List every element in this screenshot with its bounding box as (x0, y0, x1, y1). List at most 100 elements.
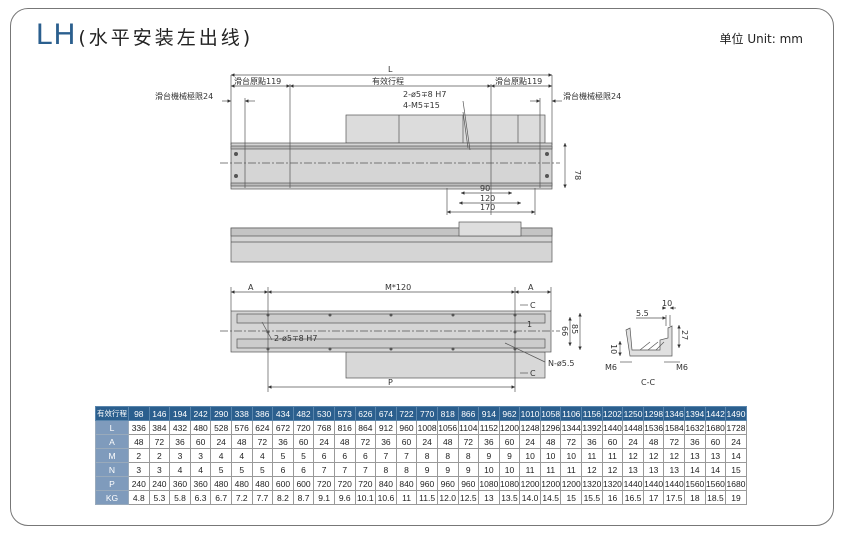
value-cell: 1448 (622, 420, 644, 435)
unit-label: 单位 Unit: mm (719, 32, 803, 46)
value-cell: 36 (375, 434, 397, 449)
value-cell: 13 (663, 462, 686, 477)
value-cell: 15 (725, 462, 747, 477)
value-cell: 48 (642, 434, 665, 449)
dim-78: 78 (573, 170, 582, 180)
value-cell: 13 (704, 448, 727, 463)
value-cell: 14.0 (519, 490, 541, 505)
value-cell: 60 (395, 434, 418, 449)
value-cell: 72 (663, 434, 686, 449)
value-cell: 11 (601, 448, 624, 463)
dim-1: 1 (527, 320, 532, 329)
value-cell: 5 (230, 462, 253, 477)
value-cell: 4.8 (128, 490, 150, 505)
value-cell: 60 (189, 434, 212, 449)
value-cell: 19 (725, 490, 747, 505)
value-cell: 11 (560, 462, 583, 477)
value-cell: 432 (169, 420, 191, 435)
value-cell: 11 (539, 462, 562, 477)
value-cell: 14 (704, 462, 727, 477)
value-cell: 720 (292, 420, 315, 435)
value-cell: 480 (251, 476, 274, 491)
value-cell: 36 (684, 434, 706, 449)
value-cell: 72 (457, 434, 480, 449)
stroke-cell: 386 (251, 406, 274, 421)
value-cell: 10.1 (354, 490, 377, 505)
value-cell: 1320 (601, 476, 624, 491)
stroke-cell: 1010 (519, 406, 541, 421)
value-cell: 480 (210, 476, 232, 491)
value-cell: 1200 (498, 420, 521, 435)
value-cell: 1248 (519, 420, 541, 435)
dim-origin-right: 滑台原點119 (495, 76, 542, 86)
stroke-cell: 194 (169, 406, 191, 421)
value-cell: 48 (436, 434, 459, 449)
value-cell: 3 (169, 448, 191, 463)
value-cell: 9.6 (333, 490, 356, 505)
value-cell: 7 (333, 462, 356, 477)
dim-limit-left: 滑台機械極限24 (155, 91, 213, 101)
stroke-cell: 1490 (725, 406, 747, 421)
value-cell: 60 (601, 434, 624, 449)
value-cell: 36 (272, 434, 294, 449)
value-cell: 528 (210, 420, 232, 435)
value-cell: 4 (169, 462, 191, 477)
value-cell: 1200 (560, 476, 583, 491)
value-cell: 1392 (581, 420, 603, 435)
value-cell: 48 (230, 434, 253, 449)
value-cell: 10 (498, 462, 521, 477)
value-cell: 14.5 (539, 490, 562, 505)
value-cell: 60 (292, 434, 315, 449)
value-cell: 72 (251, 434, 274, 449)
section-m6-right: M6 (676, 363, 688, 372)
stroke-cell: 146 (148, 406, 171, 421)
dim-L: L (388, 65, 393, 74)
value-cell: 240 (148, 476, 171, 491)
value-cell: 960 (416, 476, 438, 491)
stroke-cell: 530 (313, 406, 335, 421)
value-cell: 840 (375, 476, 397, 491)
stroke-cell: 626 (354, 406, 377, 421)
value-cell: 5 (272, 448, 294, 463)
value-cell: 48 (539, 434, 562, 449)
value-cell: 8.2 (272, 490, 294, 505)
stroke-cell: 1298 (642, 406, 665, 421)
stroke-cell: 866 (457, 406, 480, 421)
value-cell: 60 (498, 434, 521, 449)
value-cell: 480 (230, 476, 253, 491)
value-cell: 8 (436, 448, 459, 463)
value-cell: 18 (684, 490, 706, 505)
stroke-cell: 770 (416, 406, 438, 421)
value-cell: 7 (375, 448, 397, 463)
value-cell: 13 (622, 462, 644, 477)
stroke-cell: 242 (189, 406, 212, 421)
stroke-cell: 482 (292, 406, 315, 421)
value-cell: 1344 (560, 420, 583, 435)
value-cell: 2 (128, 448, 150, 463)
value-cell: 12 (663, 448, 686, 463)
bottom-view (220, 287, 582, 392)
value-cell: 7 (313, 462, 335, 477)
value-cell: 3 (148, 462, 171, 477)
section-mark-bottom: C (530, 369, 536, 378)
value-cell: 360 (189, 476, 212, 491)
value-cell: 720 (354, 476, 377, 491)
stroke-cell: 338 (230, 406, 253, 421)
stroke-cell: 1156 (581, 406, 603, 421)
value-cell: 1560 (704, 476, 727, 491)
value-cell: 10.6 (375, 490, 397, 505)
value-cell: 6.7 (210, 490, 232, 505)
header-label-cell: 有效行程 (95, 406, 129, 421)
value-cell: 6 (292, 462, 315, 477)
value-cell: 9 (478, 448, 500, 463)
value-cell: 8 (457, 448, 480, 463)
stroke-cell: 1106 (560, 406, 583, 421)
value-cell: 12.5 (457, 490, 480, 505)
value-cell: 960 (395, 420, 418, 435)
value-cell: 13.5 (498, 490, 521, 505)
dim-origin-left: 滑台原點119 (234, 76, 281, 86)
value-cell: 1080 (478, 476, 500, 491)
